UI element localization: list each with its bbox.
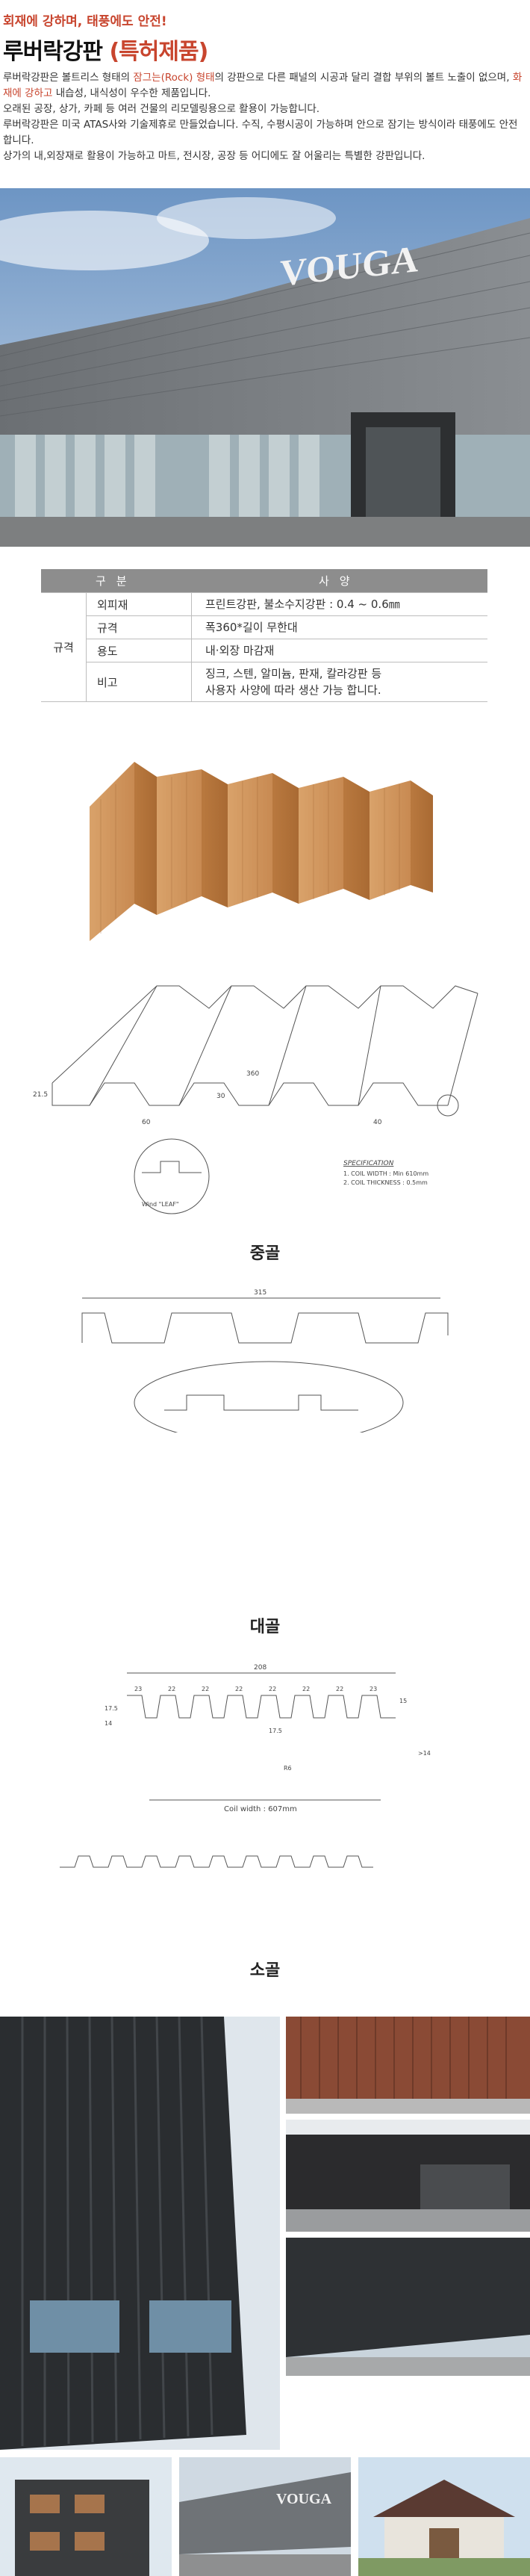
wood-panel-illustration [90, 762, 433, 941]
dim-23-2: 22 [202, 1686, 209, 1692]
spec-group-label: 규격 [41, 592, 87, 702]
gallery-photo-black-illustration [286, 2120, 530, 2232]
intro-p1-highlight-2: 화재에 강하고 [3, 72, 523, 99]
medium-profile-illustration: 360 60 40 30 21.5 Wind "LEAF" SPECIFICAT… [33, 985, 478, 1214]
dim-23-0: 23 [134, 1686, 142, 1692]
title-main: 루버락강판 [3, 39, 110, 65]
gallery-photo-wood-illustration [286, 2017, 530, 2114]
dim-17-5: 17.5 [105, 1705, 118, 1712]
gallery-photo-tall [0, 2017, 280, 2450]
title-highlight: (특허제품) [109, 39, 208, 65]
spec-key: 규격 [86, 615, 192, 639]
dim-23-7: 23 [370, 1686, 377, 1692]
gallery-photo-dark-corner [286, 2238, 530, 2376]
dim-208: 208 [254, 1664, 266, 1672]
gallery-photo-vouga-illustration: VOUGA [179, 2457, 351, 2576]
intro-paragraph-1: 루버락강판은 볼트리스 형태의 잠그는(Rock) 형태의 강판으로 다른 패널… [3, 70, 526, 102]
detail-label: Wind "LEAF" [142, 1201, 179, 1208]
dim-17-5b: 17.5 [269, 1728, 282, 1734]
spec-value: 내·외장 마감재 [191, 639, 487, 662]
table-row: 규격 폭360*길이 무한대 [41, 615, 487, 639]
spec-value: 폭360*길이 무한대 [191, 615, 487, 639]
spec-key: 비고 [86, 662, 192, 702]
gallery-photo-dark-corner-illustration [286, 2238, 530, 2376]
spec-header-right: 사양 [191, 569, 487, 593]
intro-p1-b: 의 강판으로 다른 패널의 시공과 달리 결합 부위의 볼트 노출이 없으며, [214, 72, 513, 84]
spec-key: 용도 [86, 639, 192, 662]
dim-r6: R6 [284, 1765, 292, 1772]
gallery-photo-apartment [0, 2457, 172, 2576]
spec-value: 프린트강판, 불소수지강판 : 0.4 ~ 0.6㎜ [191, 592, 487, 616]
dim-60: 60 [142, 1119, 151, 1126]
dim-15: 15 [399, 1698, 407, 1704]
gallery-photo-black [286, 2120, 530, 2232]
dim-23-3: 22 [235, 1686, 243, 1692]
building-photo: VOUGA [0, 188, 530, 547]
dim-14: 14 [105, 1720, 112, 1727]
dim-360: 360 [246, 1070, 259, 1078]
intro-paragraph-2: 오래된 공장, 상가, 카페 등 여러 건물의 리모델링용으로 활용이 가능합니… [3, 103, 320, 115]
spec-table-header: 구분 사양 [41, 569, 487, 593]
intro-p1-highlight-1: 잠그는(Rock) 형태 [133, 72, 215, 84]
dim-23-1: 22 [168, 1686, 175, 1692]
dim-40: 40 [373, 1119, 382, 1126]
caption-large: 대골 [249, 1618, 281, 1636]
caption-small: 소골 [249, 1961, 281, 1980]
dim-315: 315 [254, 1289, 266, 1297]
spec-key: 외피재 [86, 592, 192, 616]
wood-panel-image [82, 754, 448, 941]
spec-header-left: 구분 [41, 569, 192, 593]
intro-text: 루버락강판은 볼트리스 형태의 잠그는(Rock) 형태의 강판으로 다른 패널… [3, 70, 526, 164]
dim-23-5: 22 [302, 1686, 310, 1692]
intro-p1-a: 루버락강판은 볼트리스 형태의 [3, 72, 134, 84]
page-title: 루버락강판 (특허제품) [3, 33, 208, 66]
intro-paragraph-3: 루버락강판은 미국 ATAS사와 기술제휴로 만들었습니다. 수직, 수평시공이… [3, 119, 518, 146]
dim-gt14: >14 [418, 1750, 431, 1757]
dim-21: 21.5 [33, 1091, 48, 1099]
coil-width: Coil width : 607mm [224, 1805, 297, 1813]
tagline: 회재에 강하며, 태풍에도 안전! [3, 14, 167, 29]
gallery-photo-vouga: VOUGA [179, 2457, 351, 2576]
spec-value-line-1: 징크, 스텐, 알미늄, 판재, 칼라강판 등 [205, 667, 382, 680]
large-profile-illustration: 315 [81, 1289, 449, 1433]
spec-value-line-2: 사용자 사양에 따라 생산 가능 합니다. [205, 683, 381, 697]
gallery-sign: VOUGA [276, 2491, 332, 2507]
intro-paragraph-4: 상가의 내,외장재로 활용이 가능하고 마트, 전시장, 공장 등 어디에도 잘… [3, 150, 425, 162]
spec-line-2: 2. COIL THICKNESS : 0.5mm [343, 1179, 428, 1186]
caption-medium: 중골 [249, 1244, 281, 1263]
gallery-photo-wood [286, 2017, 530, 2114]
table-row: 규격 외피재 프린트강판, 불소수지강판 : 0.4 ~ 0.6㎜ [41, 592, 487, 702]
building-photo-illustration: VOUGA [0, 188, 530, 547]
large-profile-drawing: 315 [30, 1283, 508, 1433]
gallery-photo-house [358, 2457, 530, 2576]
dim-30: 30 [216, 1093, 225, 1100]
dim-23-6: 22 [336, 1686, 343, 1692]
spec-title: SPECIFICATION [343, 1160, 394, 1167]
dim-23-4: 22 [269, 1686, 276, 1692]
medium-profile-drawing: 360 60 40 30 21.5 Wind "LEAF" SPECIFICAT… [30, 963, 508, 1232]
table-row: 용도 내·외장 마감재 [41, 639, 487, 662]
small-profile-drawing: 208 23 22 22 22 22 22 22 23 17.5 15 14 1… [30, 1658, 508, 1905]
gallery-photo-apartment-illustration [0, 2457, 172, 2576]
gallery-photo-house-illustration [358, 2457, 530, 2576]
spec-line-1: 1. COIL WIDTH : Min 610mm [343, 1170, 428, 1177]
small-profile-illustration: 208 23 22 22 22 22 22 22 23 17.5 15 14 1… [60, 1664, 431, 1868]
intro-p1-c: 내습성, 내식성이 우수한 제품입니다. [52, 87, 211, 99]
spec-table: 구분 사양 규격 외피재 프린트강판, 불소수지강판 : 0.4 ~ 0.6㎜ … [41, 569, 487, 702]
gallery-photo-tall-illustration [0, 2017, 280, 2450]
